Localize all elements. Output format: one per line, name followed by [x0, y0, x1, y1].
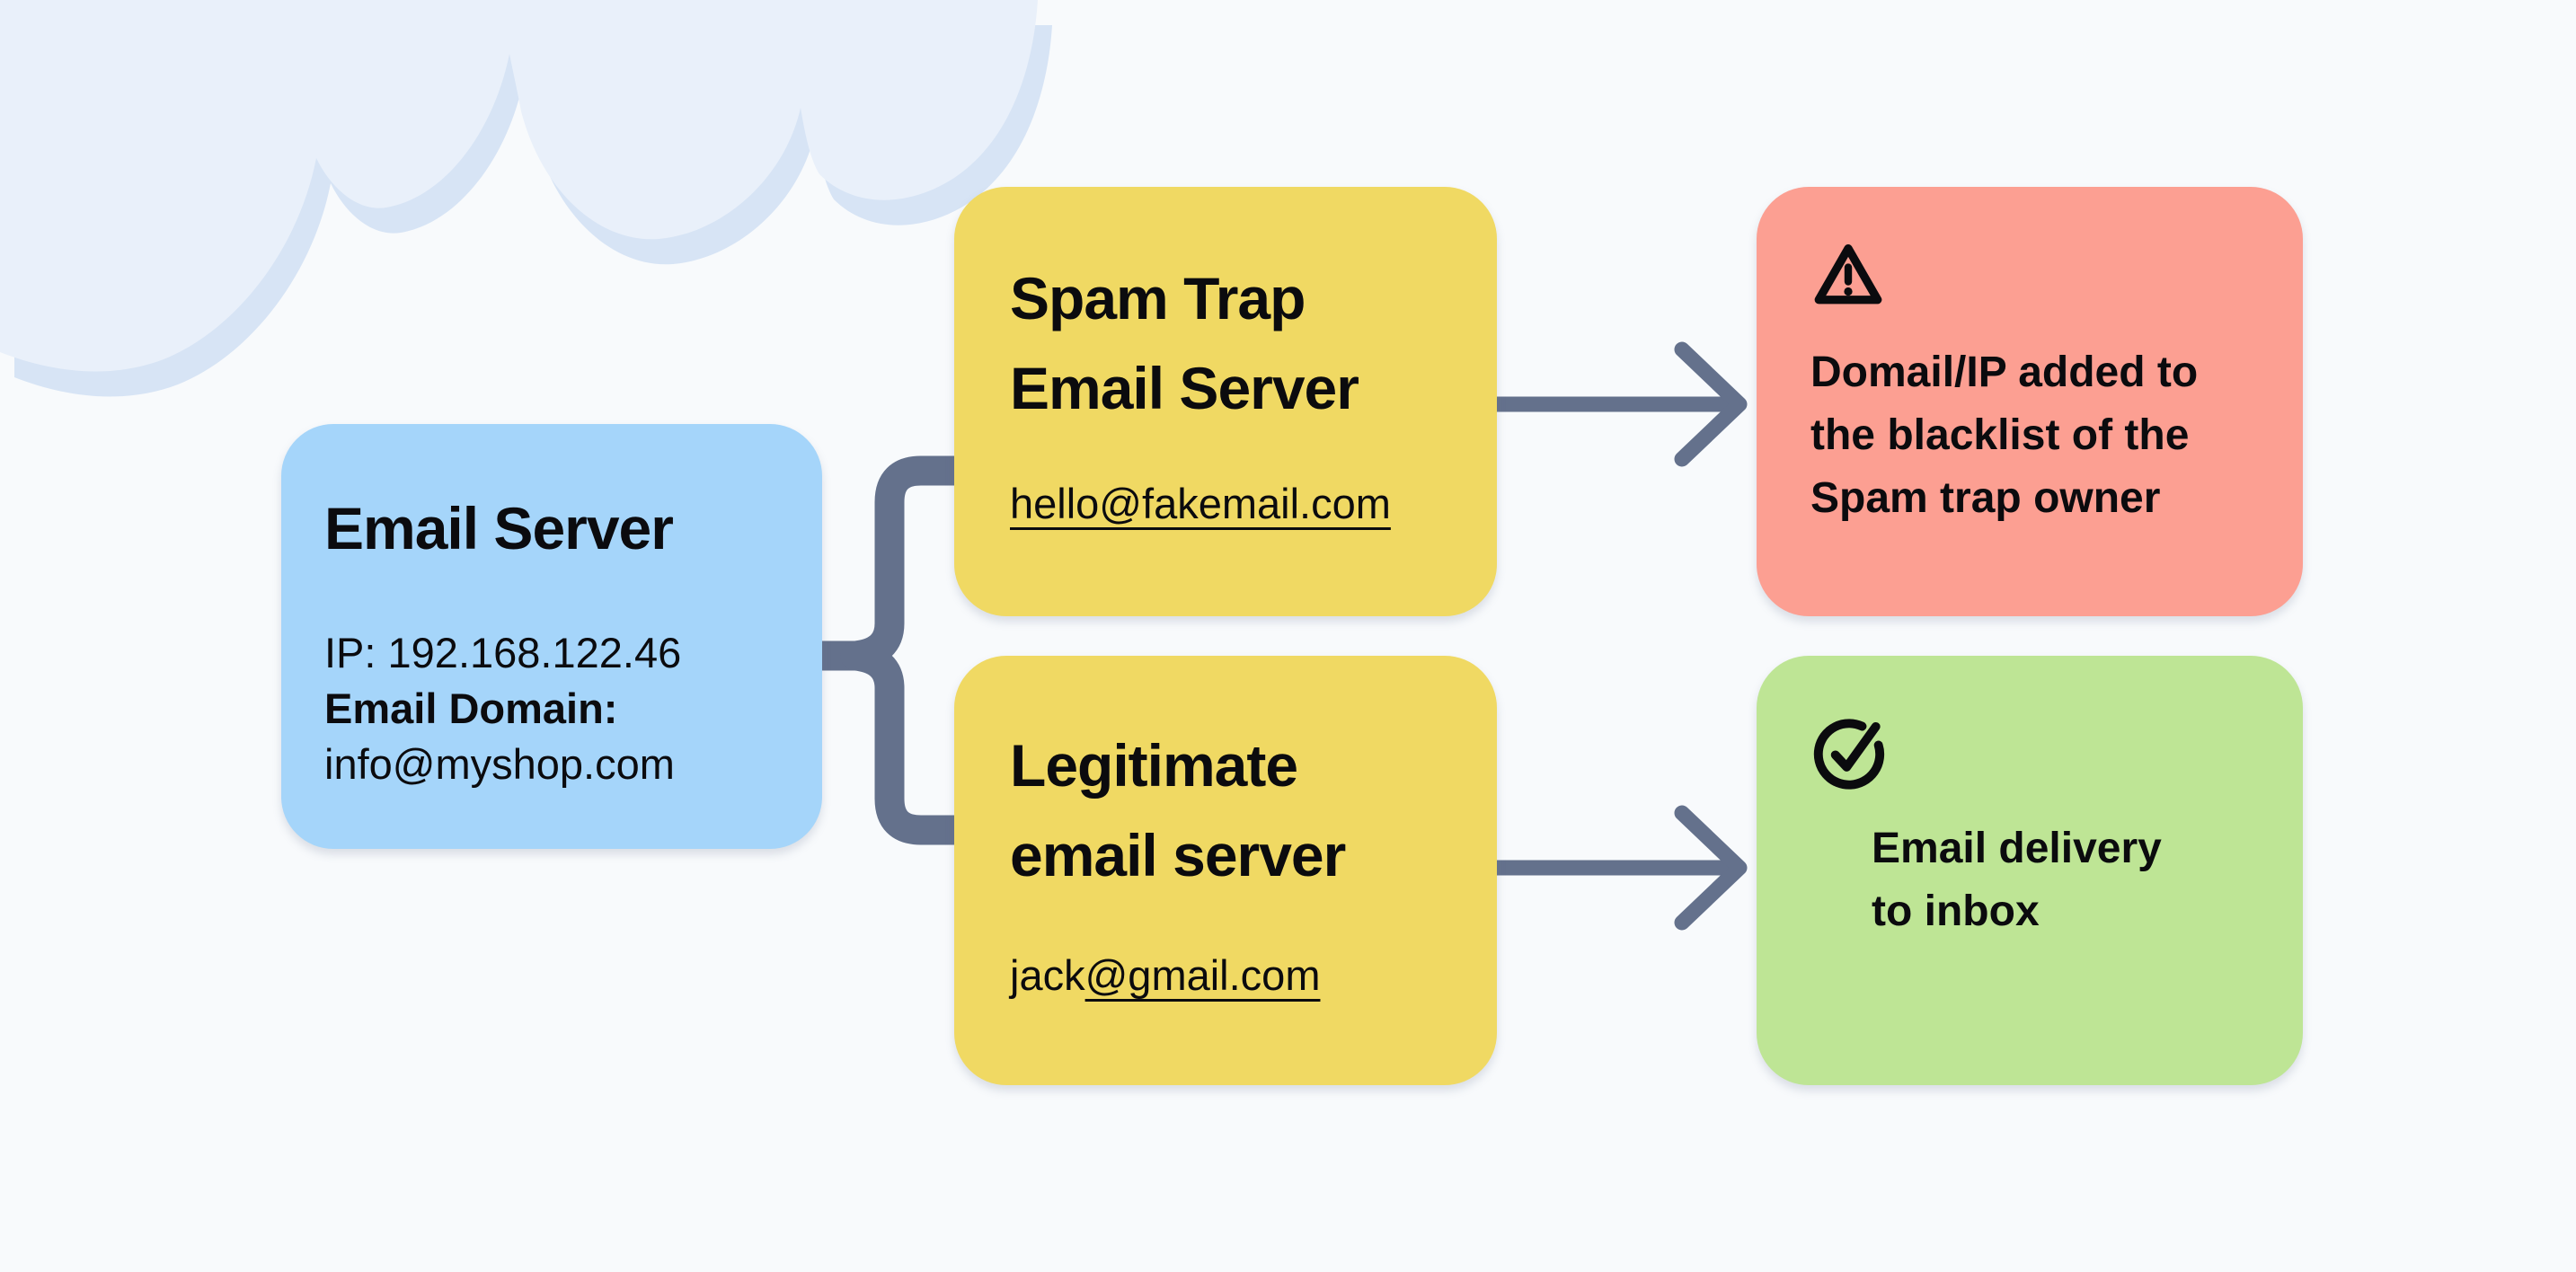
email-domain-value: info@myshop.com — [324, 740, 675, 788]
node-spam-trap-server: Spam Trap Email Server hello@fakemail.co… — [954, 187, 1497, 616]
inbox-outcome-text: Email delivery to inbox — [1872, 825, 2162, 935]
cloud-icon — [0, 0, 1052, 397]
check-circle-icon — [1813, 719, 1885, 790]
spam-trap-email-address: hello@fakemail.com — [1010, 480, 1391, 527]
arrow-top — [1488, 341, 1748, 467]
email-server-details: IP: 192.168.122.46 Email Domain: info@my… — [324, 625, 681, 792]
node-email-server: Email Server IP: 192.168.122.46 Email Do… — [281, 424, 822, 849]
node-blacklist-outcome: Domail/IP added to the blacklist of the … — [1757, 187, 2303, 616]
brace-connector — [804, 455, 975, 845]
node-legitimate-server: Legitimate email server jack@gmail.com — [954, 656, 1497, 1085]
email-domain-label: Email Domain: — [324, 685, 618, 732]
spam-trap-title: Spam Trap Email Server — [1010, 265, 1359, 421]
ip-address: IP: 192.168.122.46 — [324, 629, 682, 676]
legitimate-server-title: Legitimate email server — [1010, 732, 1346, 888]
blacklist-outcome-text: Domail/IP added to the blacklist of the … — [1810, 349, 2199, 522]
email-server-title: Email Server — [324, 495, 674, 561]
warning-triangle-icon — [1814, 243, 1882, 305]
arrow-bottom — [1488, 805, 1748, 931]
node-inbox-outcome: Email delivery to inbox — [1757, 656, 2303, 1085]
legitimate-email-address: jack@gmail.com — [1010, 951, 1321, 999]
